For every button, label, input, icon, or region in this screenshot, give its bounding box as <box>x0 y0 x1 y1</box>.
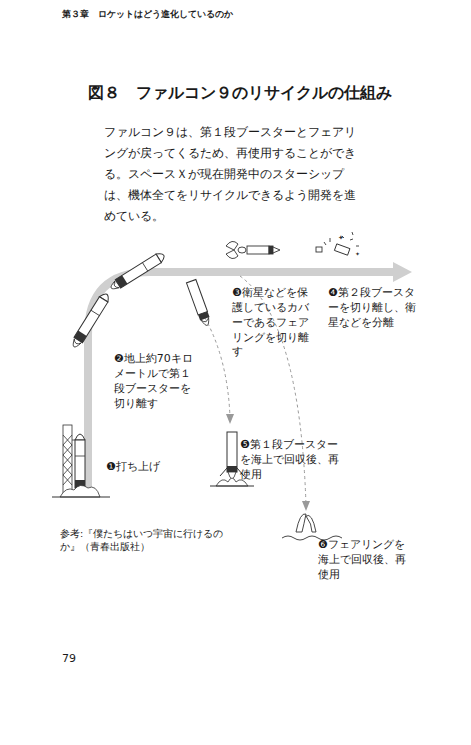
rocket <box>70 292 111 350</box>
step-label: ❸衛星などを保護しているカバーであるフェアリングを切り離す <box>232 286 312 360</box>
step-label: ❶打ち上げ <box>106 460 186 475</box>
arrowhead <box>393 262 412 282</box>
reference-note: 参考:『僕たちはいつ宇宙に行けるのか』（青春出版社） <box>60 528 240 554</box>
svg-text:✦: ✦ <box>355 250 360 257</box>
launch-tower <box>63 425 76 495</box>
caption: ファルコン９は、第１段ブースターとフェアリングが戻ってくるため、再使用することが… <box>104 122 366 227</box>
return-path <box>205 318 230 418</box>
step-label: ❺第１段ブースターを海上で回収後、再使用 <box>240 438 344 483</box>
page-number: 79 <box>62 652 102 667</box>
step-label: ❷地上約70キロメートルで第１段ブースターを切り離す <box>114 352 196 411</box>
fairing-in-sea <box>282 514 342 540</box>
fairing-separation <box>226 241 280 258</box>
step-label: ❹第２段ブースターを切り離し、衛星などを分離 <box>328 286 420 331</box>
smoke <box>60 485 100 497</box>
first-stage <box>186 279 211 327</box>
figure-title: 図８ ファルコン９のリサイクルの仕組み <box>88 82 458 104</box>
second-stage: ✦ ✦ <box>316 232 360 257</box>
running-header: 第３章 ロケットはどう進化しているのか <box>62 8 422 20</box>
svg-text:✦: ✦ <box>338 234 344 242</box>
step-label: ❻フェアリングを海上で回収後、再使用 <box>318 538 414 583</box>
rocket <box>75 434 85 488</box>
rocket <box>109 251 167 292</box>
